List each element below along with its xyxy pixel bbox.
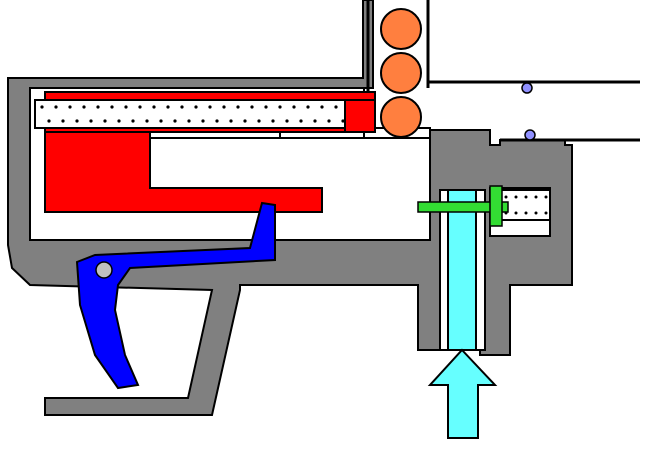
spring-coil-dot [96, 105, 100, 109]
paintball [380, 52, 422, 94]
spring-coil-dot [103, 119, 107, 123]
spring-coil-dot [187, 119, 191, 123]
spring-coil-dot [236, 105, 240, 109]
spring-coil-dot [327, 119, 331, 123]
spring-coils [40, 105, 345, 123]
trigger-pivot [95, 261, 113, 279]
spring-coil-dot [159, 119, 163, 123]
spring-coil-dot [222, 105, 226, 109]
spring-coil-dot [334, 105, 338, 109]
air-flow-arrow [427, 348, 498, 439]
valve-spring-coil-dot [524, 211, 528, 215]
valve-spring-coil-dot [514, 195, 518, 199]
spring-coil-dot [271, 119, 275, 123]
pin-upper [521, 82, 533, 94]
spring-coil-dot [229, 119, 233, 123]
spring-coil-dot [292, 105, 296, 109]
valve-spring-coil-dot [514, 211, 518, 215]
spring-coil-dot [243, 119, 247, 123]
spring-coil-dot [89, 119, 93, 123]
spring-coil-dot [215, 119, 219, 123]
valve-spring-coil-dot [534, 211, 538, 215]
spring-coil-dot [264, 105, 268, 109]
valve-actuator [417, 185, 509, 227]
ball-stack [380, 8, 422, 138]
valve-spring-coil-dot [544, 195, 548, 199]
pin-lower [524, 129, 536, 141]
spring-coil-dot [173, 119, 177, 123]
spring-coil-dot [278, 105, 282, 109]
spring-coil-dot [341, 119, 345, 123]
spring-coil-dot [54, 105, 58, 109]
paintball [380, 8, 422, 50]
spring-coil-dot [145, 119, 149, 123]
spring-coil-dot [320, 105, 324, 109]
valve-spring-coil-dot [544, 211, 548, 215]
spring-coil-dot [138, 105, 142, 109]
spring-coil-dot [131, 119, 135, 123]
spring-coil-dot [299, 119, 303, 123]
valve-spring-coil-dot [504, 195, 508, 199]
spring-coil-dot [250, 105, 254, 109]
spring-coil-dot [306, 105, 310, 109]
spring-coil-dot [194, 105, 198, 109]
spring-coil-dot [47, 119, 51, 123]
spring-coil-dot [117, 119, 121, 123]
main-spring [34, 99, 346, 129]
bolt-front [344, 99, 376, 133]
paintball [380, 96, 422, 138]
spring-coil-dot [75, 119, 79, 123]
spring-coil-dot [180, 105, 184, 109]
spring-coil-dot [166, 105, 170, 109]
spring-coil-dot [285, 119, 289, 123]
spring-coil-dot [257, 119, 261, 123]
spring-coil-dot [208, 105, 212, 109]
spring-coil-dot [313, 119, 317, 123]
spring-coil-dot [110, 105, 114, 109]
valve-spring-coil-dot [524, 195, 528, 199]
spring-coil-dot [40, 105, 44, 109]
spring-coil-dot [61, 119, 65, 123]
spring-coil-dot [152, 105, 156, 109]
spring-coil-dot [68, 105, 72, 109]
spring-coil-dot [124, 105, 128, 109]
valve-stem [447, 189, 477, 351]
spring-coil-dot [201, 119, 205, 123]
spring-coil-dot [82, 105, 86, 109]
valve-spring-coil-dot [534, 195, 538, 199]
trigger [75, 201, 276, 390]
